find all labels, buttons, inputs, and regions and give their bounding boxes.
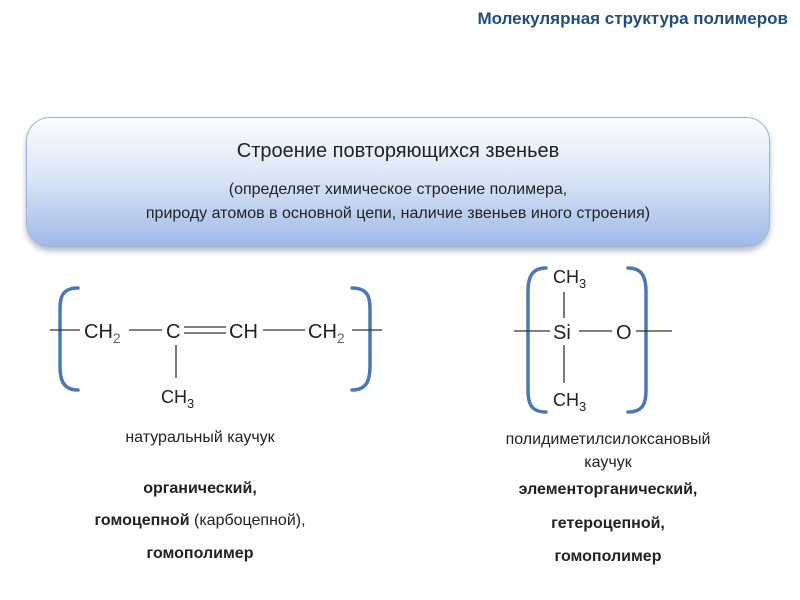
atom-ch: CH — [229, 321, 258, 343]
atom-ch3-top: CH3 — [553, 267, 586, 291]
pdms-caption-2: каучук — [584, 454, 632, 471]
info-banner: Строение повторяющихся звеньев (определя… — [26, 117, 770, 247]
right-bracket-open — [526, 266, 548, 414]
atom-ch2-right: CH2 — [308, 321, 345, 346]
left-property-2-normal: (карбоцепной), — [189, 512, 306, 529]
natural-rubber-caption: натуральный каучук — [125, 429, 275, 446]
left-property-1: органический, — [143, 480, 257, 497]
right-property-1: элементорганический, — [518, 481, 698, 498]
left-property-2-bold: гомоцепной — [94, 512, 190, 529]
pdms-caption-1: полидиметилсилоксановый — [505, 431, 711, 448]
left-property-3: гомополимер — [146, 545, 254, 562]
atom-si: Si — [553, 322, 571, 344]
left-bracket-open — [58, 286, 80, 392]
atom-o: O — [616, 322, 632, 344]
right-property-3: гомополимер — [554, 548, 662, 565]
right-property-2: гетероцепной, — [551, 515, 665, 532]
left-bracket-close — [350, 286, 372, 392]
banner-line-2: природу атомов в основной цепи, наличие … — [145, 205, 651, 222]
banner-heading: Строение повторяющихся звеньев — [236, 140, 560, 162]
atom-ch3: CH3 — [161, 387, 194, 411]
atom-ch3-bottom: CH3 — [553, 390, 586, 414]
atom-ch2-left: CH2 — [84, 321, 121, 346]
right-bracket-close — [626, 266, 648, 414]
slide-title: Молекулярная структура полимеров — [477, 9, 788, 28]
atom-c: C — [166, 321, 180, 343]
left-property-2: гомоцепной (карбоцепной), — [20, 512, 380, 530]
banner-line-1: (определяет химическое строение полимера… — [228, 181, 568, 198]
